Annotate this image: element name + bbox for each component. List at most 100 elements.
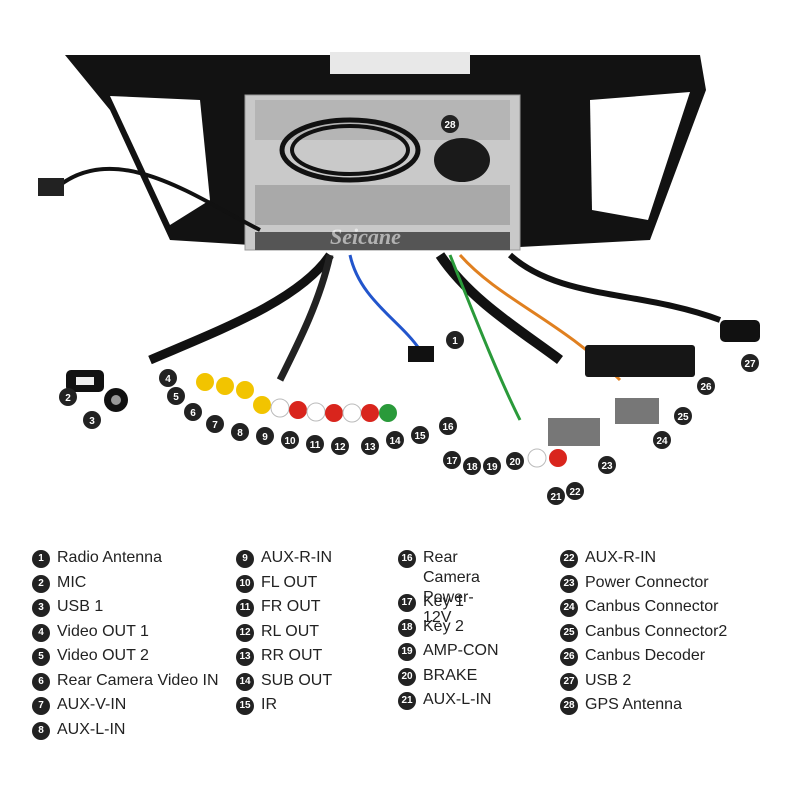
- legend-number-badge: 22: [560, 550, 578, 568]
- legend-label: AUX-R-IN: [585, 549, 657, 566]
- photo-marker-23: [598, 456, 616, 474]
- legend-number-badge: 8: [32, 721, 50, 740]
- legend-label: USB 2: [585, 671, 632, 689]
- photo-marker-label: 20: [509, 457, 521, 468]
- legend-label: USB 1: [57, 598, 104, 615]
- photo-marker-16: [439, 417, 457, 435]
- legend-label: Rear Camera Video IN: [57, 671, 219, 689]
- legend-label: RL OUT: [261, 622, 320, 640]
- photo-marker-label: 11: [310, 440, 321, 451]
- legend-number-badge: 21: [398, 692, 416, 711]
- photo-marker-6: [184, 403, 202, 421]
- legend-label: AMP-CON: [423, 642, 499, 660]
- legend-label: AUX-L-IN: [57, 720, 126, 738]
- legend-label: AUX-L-IN: [423, 691, 492, 709]
- legend-item-21: 21 AUX-L-IN: [398, 690, 492, 711]
- rca-connectors: [196, 373, 567, 468]
- photo-marker-label: 28: [444, 120, 456, 131]
- power-connector: [548, 418, 600, 446]
- photo-marker-5: [167, 387, 185, 405]
- legend-item-12: 12 RL OUT: [236, 622, 319, 642]
- photo-marker-4: [159, 369, 177, 387]
- legend-label: MIC: [57, 573, 87, 591]
- legend-number-badge: 18: [398, 618, 416, 637]
- legend-label: FL OUT: [261, 573, 318, 591]
- legend-label: RR OUT: [261, 647, 323, 664]
- ir-plug: [408, 346, 434, 362]
- photo-marker-11: [306, 435, 324, 453]
- frame-left-window: [110, 96, 210, 225]
- photo-marker-21: [547, 487, 565, 505]
- photo-marker-10: [281, 431, 299, 449]
- photo-marker-26: [697, 377, 715, 395]
- legend-label: BRAKE: [423, 666, 478, 684]
- photo-marker-label: 19: [486, 462, 498, 473]
- legend-number-badge: 4: [32, 623, 50, 642]
- photo-marker-label: 17: [446, 456, 458, 467]
- photo-marker-label: 10: [284, 436, 296, 447]
- legend-label: Key 1: [423, 593, 464, 611]
- photo-marker-label: 25: [677, 412, 689, 423]
- legend-number-badge: 10: [236, 574, 254, 593]
- photo-marker-14: [386, 431, 404, 449]
- photo-marker-label: 27: [744, 359, 756, 370]
- frame-top-tab: [330, 52, 470, 74]
- photo-marker-label: 16: [442, 422, 454, 433]
- usb2-plug: [720, 320, 760, 342]
- legend-item-9: 9 AUX-R-IN: [236, 548, 332, 568]
- gps-antenna-puck: [434, 138, 490, 182]
- photo-marker-label: 8: [237, 428, 243, 439]
- photo-marker-label: 5: [173, 392, 179, 403]
- legend-number-badge: 23: [560, 574, 578, 593]
- legend-number-badge: 9: [236, 550, 254, 568]
- photo-marker-7: [206, 415, 224, 433]
- legend-number-badge: 12: [236, 623, 254, 642]
- photo-marker-1: [446, 331, 464, 349]
- legend-number-badge: 27: [560, 672, 578, 691]
- photo-marker-label: 1: [452, 336, 458, 347]
- legend-number-badge: 14: [236, 672, 254, 691]
- photo-marker-label: 21: [550, 492, 562, 503]
- legend-number-badge: 2: [32, 574, 50, 593]
- legend-number-badge: 11: [236, 599, 254, 617]
- photo-marker-label: 7: [212, 420, 218, 431]
- photo-marker-label: 18: [466, 462, 478, 473]
- watermark: Seicane: [330, 224, 401, 249]
- photo-marker-18: [463, 457, 481, 475]
- photo-marker-2: [59, 388, 77, 406]
- legend-label: GPS Antenna: [585, 696, 682, 713]
- photo-marker-9: [256, 427, 274, 445]
- photo-marker-8: [231, 423, 249, 441]
- legend-number-badge: 26: [560, 648, 578, 666]
- legend-item-8: 8 AUX-L-IN: [32, 720, 125, 740]
- legend-number-badge: 28: [560, 697, 578, 715]
- photo-marker-13: [361, 437, 379, 455]
- photo-marker-label: 14: [389, 436, 401, 447]
- gps-cable-coil: [279, 117, 421, 183]
- photo-marker-15: [411, 426, 429, 444]
- legend-item-4: 4 Video OUT 1: [32, 622, 149, 642]
- frame-right-window: [590, 92, 690, 220]
- legend-label: Video OUT 1: [57, 622, 149, 640]
- legend-item-2: 2 MIC: [32, 573, 86, 593]
- photo-marker-28: [441, 115, 459, 133]
- canbus-decoder: [585, 345, 695, 377]
- legend-number-badge: 15: [236, 697, 254, 715]
- legend-label: AUX-R-IN: [261, 549, 333, 566]
- legend-item-22: 22 AUX-R-IN: [560, 548, 656, 568]
- legend-label: Rear Camera Power-12V: [423, 549, 480, 626]
- legend-label: Canbus Connector: [585, 598, 719, 615]
- legend-number-badge: 6: [32, 672, 50, 691]
- photo-marker-20: [506, 452, 524, 470]
